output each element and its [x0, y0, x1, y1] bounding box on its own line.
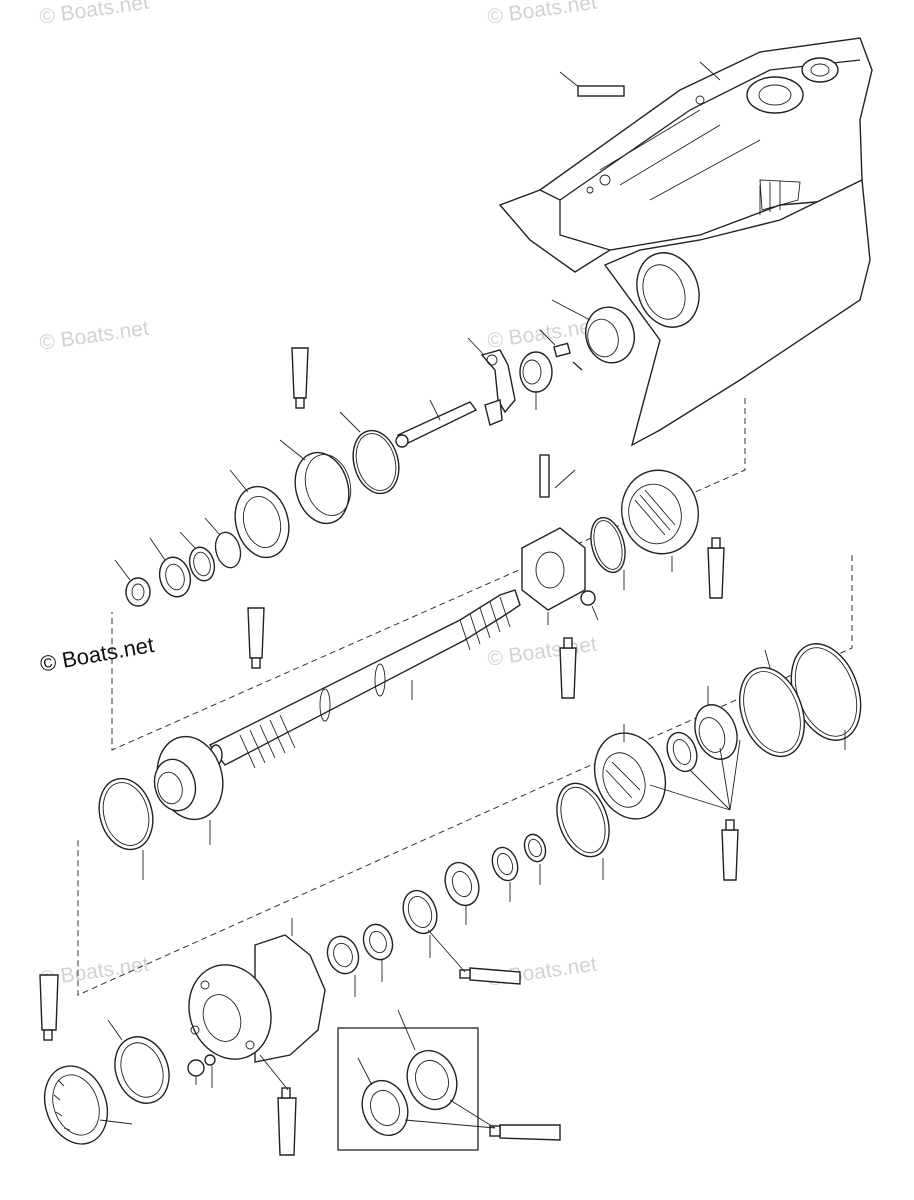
bearing-race	[636, 252, 700, 328]
tab-washer	[107, 1019, 170, 1104]
needle-bearing	[666, 731, 698, 773]
shift-rod	[395, 399, 478, 448]
grease-tube-icon	[291, 347, 309, 409]
o-ring-medium	[739, 649, 805, 758]
snap-ring	[204, 517, 242, 569]
bearing-race	[402, 889, 466, 973]
group-outline	[111, 398, 746, 751]
o-ring	[339, 411, 400, 495]
oil-seal	[326, 935, 360, 997]
bearing-carrier-ring	[279, 439, 352, 525]
shim-ring	[590, 516, 626, 590]
leader-line	[699, 61, 721, 81]
grease-tube-icon	[39, 974, 59, 1041]
ring-nut	[43, 1065, 133, 1145]
leader-line	[649, 739, 741, 811]
propeller-shaft	[208, 589, 521, 769]
bushing	[491, 846, 519, 902]
grease-tube-icon	[459, 967, 521, 985]
grease-tube-icon	[247, 607, 265, 669]
roller-bearing	[229, 469, 290, 559]
bolt	[187, 1054, 216, 1088]
grease-tube-icon	[707, 537, 725, 599]
bearing-carrier	[188, 918, 326, 1091]
shift-cam	[519, 351, 553, 410]
washer-small	[523, 833, 547, 885]
seal-detail-box	[337, 1009, 496, 1151]
bearing-cup	[694, 686, 738, 760]
forward-gear	[621, 469, 699, 572]
part-label-plate	[577, 85, 625, 97]
bushing	[149, 537, 192, 598]
grease-tube-icon	[489, 1124, 561, 1141]
leader-line	[559, 71, 581, 89]
o-ring	[98, 777, 154, 880]
pin-small	[539, 329, 583, 371]
o-ring	[556, 782, 610, 880]
dowel-pin	[539, 454, 576, 498]
needle-bearing	[114, 559, 151, 607]
gear-housing	[498, 37, 873, 447]
oil-seal	[362, 923, 394, 982]
bearing-housing	[153, 735, 224, 845]
shift-lever	[467, 337, 516, 426]
bearing-cup	[551, 299, 635, 364]
grease-tube-icon	[559, 637, 577, 699]
needle-bearing	[444, 861, 480, 925]
reverse-gear-carrier	[593, 724, 667, 820]
grease-tube-icon	[277, 1087, 297, 1156]
cross-pin	[580, 590, 599, 621]
washer	[179, 531, 216, 582]
grease-tube-icon	[721, 819, 739, 881]
clutch-dog	[521, 527, 586, 625]
